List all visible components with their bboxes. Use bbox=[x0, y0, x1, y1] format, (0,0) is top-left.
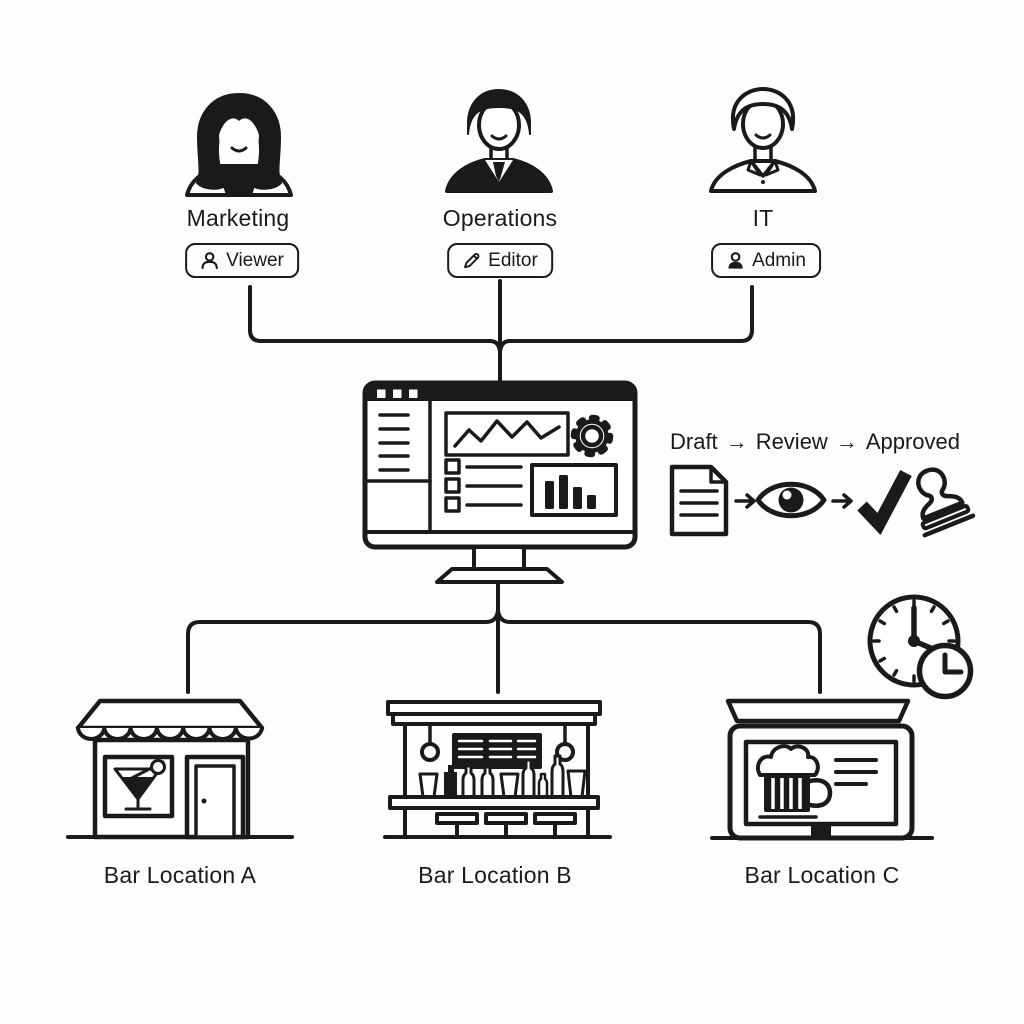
role-badge-label: Editor bbox=[488, 249, 538, 271]
workflow-arrow: → bbox=[725, 429, 748, 454]
document-icon bbox=[669, 464, 729, 537]
checkmark-icon bbox=[857, 469, 912, 536]
dashboard-monitor bbox=[362, 380, 638, 584]
location-label-c: Bar Location C bbox=[744, 862, 900, 888]
location-label-a: Bar Location A bbox=[103, 862, 257, 888]
department-label-marketing: Marketing bbox=[186, 205, 290, 231]
role-badge-admin: Admin bbox=[711, 243, 821, 278]
workflow-stage-review: Review bbox=[755, 429, 828, 454]
bottom-connector-lines bbox=[186, 581, 822, 694]
user-outline-icon bbox=[200, 251, 219, 270]
bar-counter-icon bbox=[383, 700, 612, 839]
man-suit-avatar bbox=[445, 89, 553, 193]
bottles-row bbox=[418, 754, 587, 799]
user-filled-icon bbox=[726, 251, 745, 270]
workflow-stage-draft: Draft bbox=[670, 429, 718, 454]
title-bar bbox=[367, 385, 633, 401]
workflow-arrow: → bbox=[835, 429, 858, 454]
stamp-icon bbox=[916, 467, 976, 538]
top-connector-lines bbox=[248, 279, 754, 385]
eye-icon bbox=[755, 481, 827, 519]
bar-stools bbox=[435, 812, 577, 839]
flow-arrow-icon bbox=[734, 493, 853, 509]
sidebar-menu bbox=[365, 399, 432, 534]
cocktail-glass-icon bbox=[113, 759, 166, 811]
woman-avatar bbox=[185, 93, 293, 197]
gear-icon bbox=[570, 414, 614, 458]
checklist bbox=[444, 458, 523, 513]
bar-chart bbox=[530, 463, 618, 517]
department-label-operations: Operations bbox=[442, 205, 558, 231]
beer-mug-icon bbox=[755, 744, 833, 819]
role-badge-viewer: Viewer bbox=[185, 243, 299, 278]
role-badge-label: Viewer bbox=[226, 249, 284, 271]
line-chart bbox=[444, 411, 570, 457]
window-dots bbox=[377, 389, 418, 398]
man-polo-avatar bbox=[709, 87, 817, 193]
department-label-it: IT bbox=[752, 205, 774, 231]
clock-icon bbox=[867, 594, 974, 700]
role-badge-label: Admin bbox=[752, 249, 806, 271]
storefront-cocktail-icon bbox=[66, 698, 294, 840]
workflow-stage-approved: Approved bbox=[865, 429, 961, 454]
workflow-headline: Draft → Review → Approved bbox=[670, 429, 960, 455]
role-badge-editor: Editor bbox=[447, 243, 553, 278]
beer-menu-screen-icon bbox=[710, 698, 934, 841]
monitor-stand bbox=[435, 545, 564, 584]
location-label-b: Bar Location B bbox=[418, 862, 572, 888]
pencil-icon bbox=[462, 251, 481, 270]
